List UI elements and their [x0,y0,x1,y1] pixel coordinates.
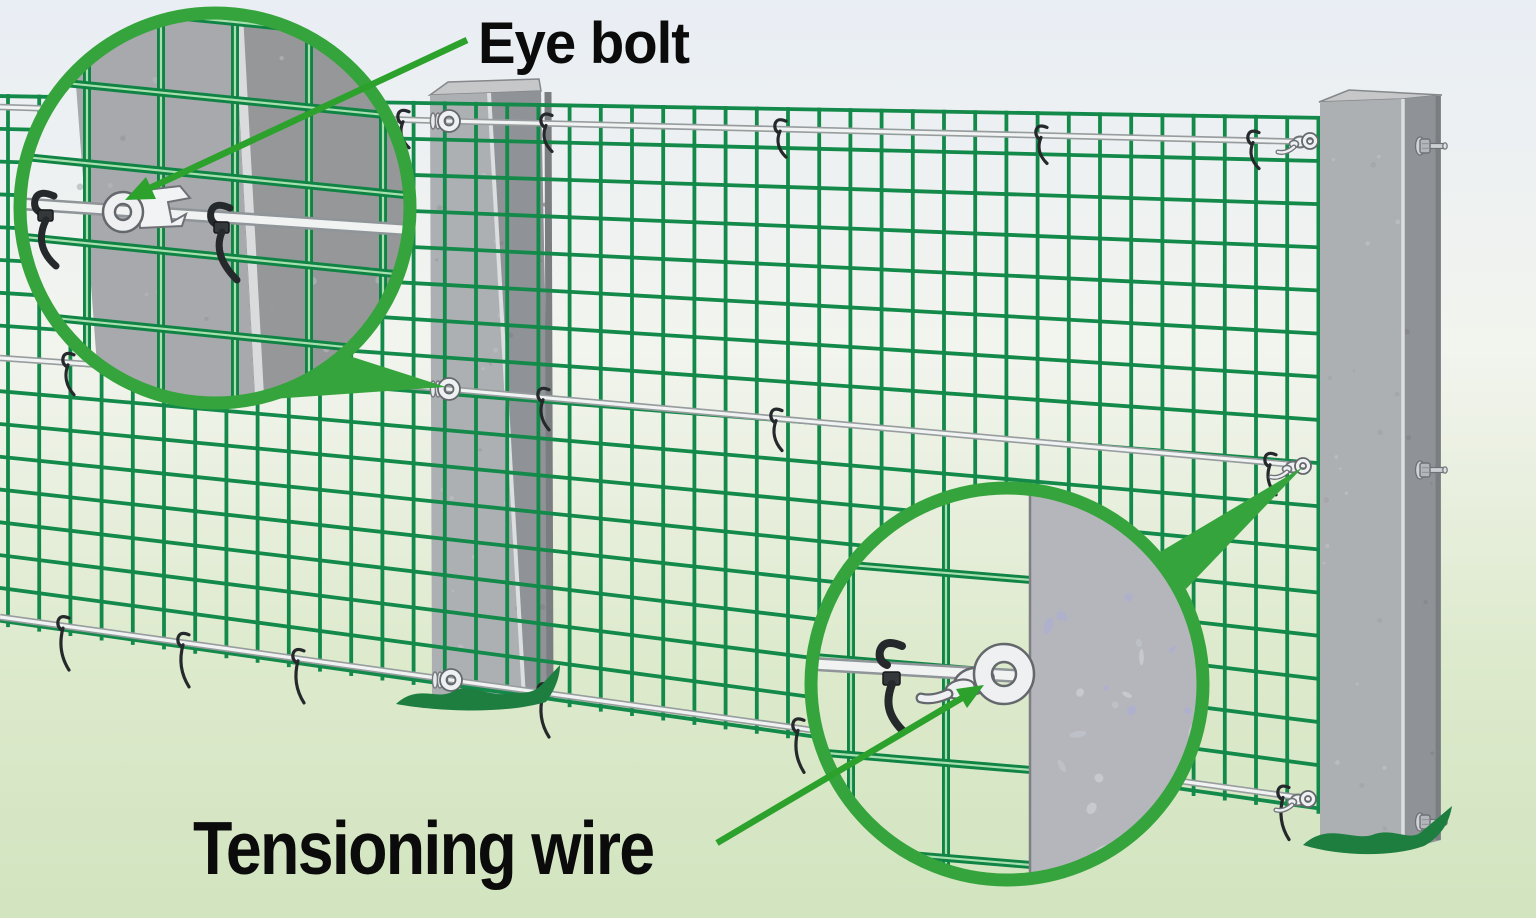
cable-tie-zoom-1a [31,189,60,270]
arrow-eye-bolt [125,37,469,200]
wire-knots-end-post [1268,132,1319,813]
tensioning-wire-label: Tensioning wire [193,806,655,890]
cable-ties [56,108,1291,842]
eye-bolts [429,109,463,692]
eye-bolt-label: Eye bolt [478,11,690,76]
cable-tie-zoom-2 [875,638,907,735]
callout-circle-eye-bolt [13,6,417,410]
callout-wedge-eye-bolt [272,353,446,399]
end-post [1318,89,1443,850]
cable-tie-zoom-1b [207,201,241,284]
grass-end-post [1303,806,1452,855]
arrow-tensioning-wire [715,685,984,846]
grass-intermediate-post [396,665,560,711]
callout-wedge-tensioning-wire [1160,467,1303,589]
